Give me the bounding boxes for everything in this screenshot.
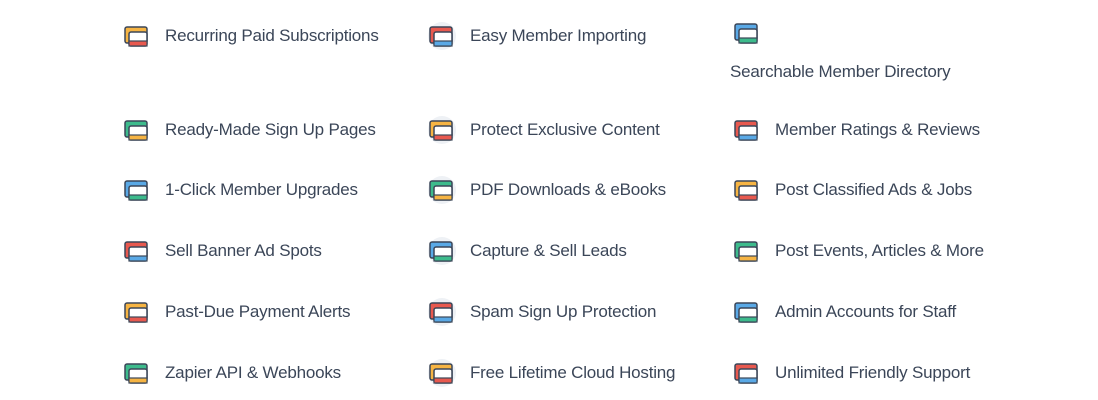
calendar-monitor-icon <box>734 241 758 262</box>
feature-label: PDF Downloads & eBooks <box>470 180 666 199</box>
funnel-icon <box>428 237 456 265</box>
feature-item: PDF Downloads & eBooks <box>425 172 666 208</box>
feature-label: Ready-Made Sign Up Pages <box>165 120 376 139</box>
laptop-money-icon <box>124 180 148 201</box>
feature-label: Post Events, Articles & More <box>775 241 984 260</box>
feature-item: Member Ratings & Reviews <box>730 112 980 148</box>
feature-label: Spam Sign Up Protection <box>470 302 657 321</box>
cloud-rocket-icon <box>428 359 456 387</box>
feature-item: Admin Accounts for Staff <box>730 294 956 330</box>
feature-label: Protect Exclusive Content <box>470 120 660 139</box>
feature-item: Recurring Paid Subscriptions <box>120 18 379 54</box>
ebook-monitor-icon <box>428 176 456 204</box>
feature-label: Admin Accounts for Staff <box>775 302 957 321</box>
feature-item: Spam Sign Up Protection <box>425 294 656 330</box>
feature-label: Free Lifetime Cloud Hosting <box>470 363 676 382</box>
feature-label: Past-Due Payment Alerts <box>165 302 351 321</box>
feature-label: Member Ratings & Reviews <box>775 120 980 139</box>
banner-ad-icon <box>124 241 148 262</box>
user-lock-icon <box>428 116 456 144</box>
feature-item: Free Lifetime Cloud Hosting <box>425 355 676 391</box>
feature-item: Past-Due Payment Alerts <box>120 294 351 330</box>
member-search-icon <box>734 23 758 44</box>
feature-label: Recurring Paid Subscriptions <box>165 26 379 45</box>
monitor-cart-icon <box>124 120 148 141</box>
shield-check-icon <box>428 298 456 326</box>
feature-item: 1-Click Member Upgrades <box>120 172 358 208</box>
feature-label: Searchable Member Directory <box>730 62 951 81</box>
feature-label: Sell Banner Ad Spots <box>165 241 322 260</box>
feature-item: Post Classified Ads & Jobs <box>730 172 972 208</box>
credit-card-icon <box>124 26 148 47</box>
feature-item: Zapier API & Webhooks <box>120 355 341 391</box>
feature-label: Easy Member Importing <box>470 26 647 45</box>
feature-label: Zapier API & Webhooks <box>165 363 341 382</box>
api-gear-icon <box>124 363 148 384</box>
feature-item: Capture & Sell Leads <box>425 233 627 269</box>
feature-label: Post Classified Ads & Jobs <box>775 180 973 199</box>
feature-item: Easy Member Importing <box>425 18 646 54</box>
bell-alert-icon <box>124 302 148 323</box>
feature-item: Ready-Made Sign Up Pages <box>120 112 376 148</box>
feature-item: Sell Banner Ad Spots <box>120 233 322 269</box>
feature-item: Protect Exclusive Content <box>425 112 660 148</box>
feature-label: Capture & Sell Leads <box>470 241 627 260</box>
feature-item: Searchable Member Directory <box>730 16 951 82</box>
thumbs-up-rating-icon <box>734 120 758 141</box>
import-members-icon <box>428 22 456 50</box>
feature-label: 1-Click Member Upgrades <box>165 180 358 199</box>
feature-item: Post Events, Articles & More <box>730 233 984 269</box>
admin-team-icon <box>734 302 758 323</box>
feature-label: Unlimited Friendly Support <box>775 363 971 382</box>
feature-item: Unlimited Friendly Support <box>730 355 970 391</box>
classified-ads-icon <box>734 180 758 201</box>
support-headset-icon <box>734 363 758 384</box>
